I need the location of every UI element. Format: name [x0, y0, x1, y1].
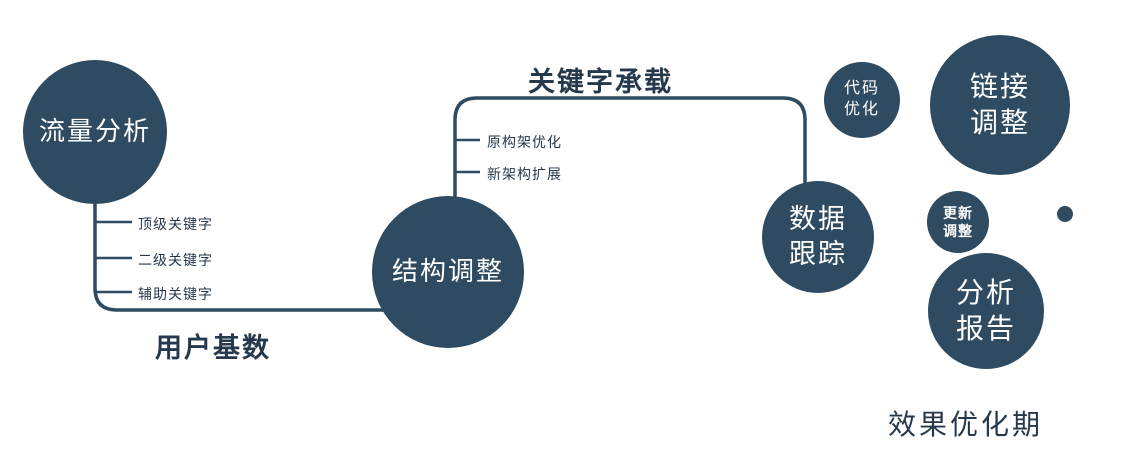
branch-label-aux-keyword: 辅助关键字 [138, 286, 213, 302]
dot-marker [1057, 206, 1073, 222]
node-update-adjust: 更新 调整 [927, 191, 989, 253]
node-analysis-report-line2: 报告 [955, 313, 1016, 344]
node-update-adjust-line2: 调整 [943, 223, 973, 239]
node-code-optimize: 代码 优化 [824, 62, 900, 138]
connector-structure-to-tracking [453, 96, 807, 210]
footer-label-effect-phase: 效果优化期 [888, 409, 1044, 440]
node-structure-adjust: 结构调整 [372, 196, 524, 348]
node-code-optimize-line1: 代码 [843, 80, 880, 98]
node-data-tracking-line2: 跟踪 [789, 239, 847, 269]
node-analysis-report-label: 分析 报告 [956, 275, 1016, 348]
node-data-tracking: 数据 跟踪 [762, 181, 874, 293]
node-update-adjust-label: 更新 调整 [943, 204, 973, 240]
connector-traffic-to-structure [93, 180, 420, 312]
node-link-adjust: 链接 调整 [930, 35, 1070, 175]
node-analysis-report: 分析 报告 [928, 253, 1044, 369]
branch-label-second-keyword: 二级关键字 [138, 252, 213, 268]
node-data-tracking-line1: 数据 [789, 203, 847, 234]
branch-label-top-keyword: 顶级关键字 [138, 216, 213, 232]
node-code-optimize-label: 代码 优化 [844, 79, 880, 121]
node-analysis-report-line1: 分析 [955, 276, 1016, 308]
node-traffic-analysis: 流量分析 [23, 60, 167, 204]
node-code-optimize-line2: 优化 [843, 101, 880, 118]
node-data-tracking-label: 数据 跟踪 [789, 202, 847, 272]
edge-label-user-base: 用户基数 [155, 333, 271, 363]
node-link-adjust-line1: 链接 [969, 70, 1030, 102]
node-update-adjust-line1: 更新 [943, 204, 973, 221]
node-link-adjust-label: 链接 调整 [970, 69, 1030, 142]
node-link-adjust-line2: 调整 [969, 107, 1030, 138]
node-structure-adjust-label: 结构调整 [391, 256, 504, 287]
branch-label-new-structure: 新架构扩展 [487, 166, 562, 182]
edge-label-keyword-carry: 关键字承载 [528, 67, 673, 97]
branch-label-original-structure: 原构架优化 [487, 134, 562, 150]
node-traffic-analysis-label: 流量分析 [38, 116, 151, 147]
